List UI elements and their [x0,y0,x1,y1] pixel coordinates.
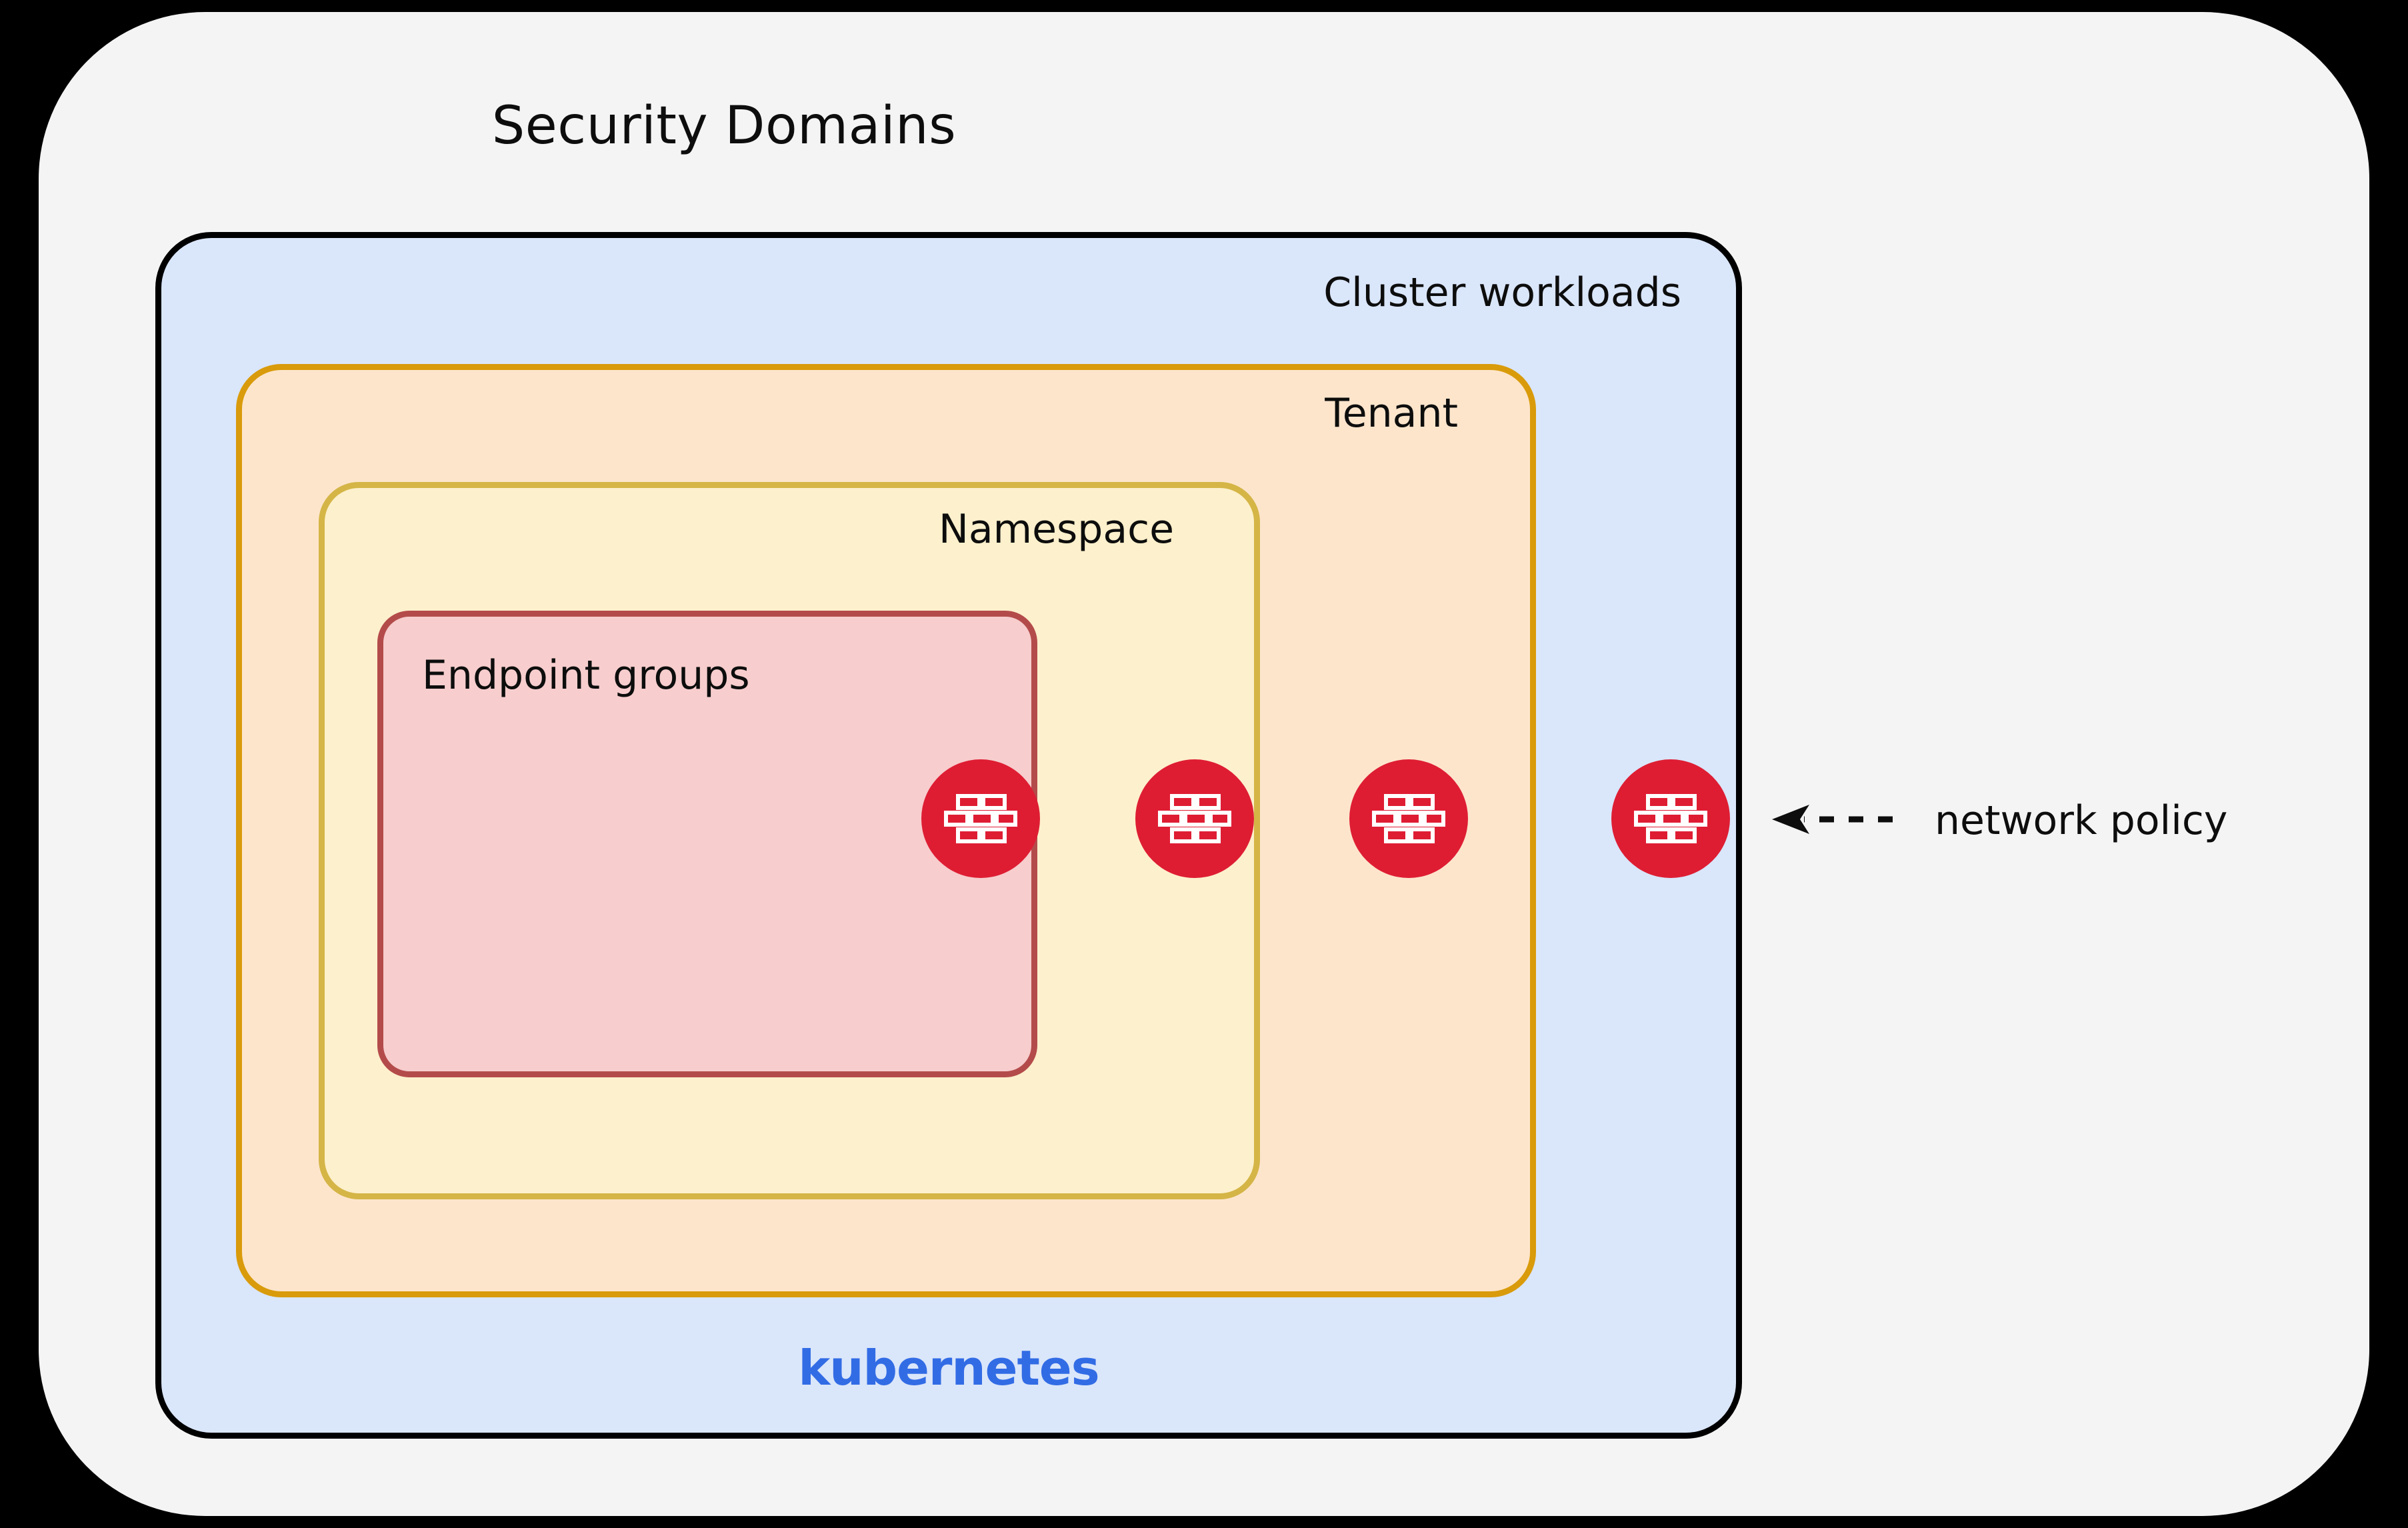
network-policy-label: network policy [1935,797,2228,844]
firewall-badge-cluster[interactable] [1611,759,1730,878]
kubernetes-wordmark: kubernetes [798,1340,1099,1396]
firewall-badge-namespace[interactable] [1135,759,1254,878]
page-title: Security Domains [491,96,957,156]
firewall-badge-endpoint-groups[interactable] [921,759,1040,878]
firewall-brick-wall-icon [944,792,1017,845]
domain-label-namespace: Namespace [938,506,1174,553]
firewall-brick-wall-icon [1634,792,1707,845]
security-domains-panel: Security Domains Cluster workloads kuber… [39,12,2369,1516]
dashed-arrow-left-icon [1769,799,1896,842]
domain-label-tenant: Tenant [1325,390,1458,437]
domain-label-cluster: Cluster workloads [1323,269,1681,316]
firewall-brick-wall-icon [1372,792,1445,845]
firewall-badge-tenant[interactable] [1349,759,1468,878]
network-policy-annotation: network policy [1769,791,2356,851]
domain-label-endpoint-groups: Endpoint groups [422,652,750,699]
firewall-brick-wall-icon [1158,792,1231,845]
